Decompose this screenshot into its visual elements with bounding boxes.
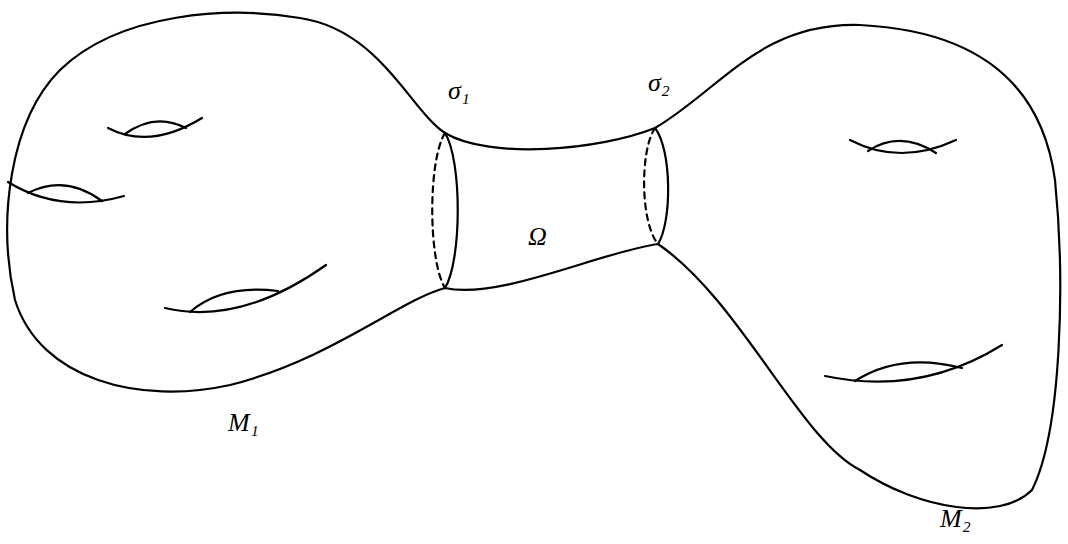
cross-section-back [644,128,658,244]
handle-hole [855,362,962,381]
curve-label: σ₁ [448,78,470,104]
cross-section-back [432,133,445,288]
cross-section-front [655,128,668,244]
handle-hole [190,290,278,312]
handle-hole [165,265,326,312]
handle-hole [868,141,936,153]
handle-hole [850,140,956,153]
surface-label: M₁ [228,410,259,436]
handle-hole [8,182,124,202]
handle-hole [28,185,102,201]
handle-hole [825,345,1002,382]
handle-hole [125,121,186,134]
cross-section-front [445,133,458,288]
surface-label: M₂ [940,506,971,532]
region-label: Ω [528,224,547,250]
handle-hole [108,118,202,137]
curve-label: σ₂ [648,70,670,96]
surface-outline [7,13,1060,508]
